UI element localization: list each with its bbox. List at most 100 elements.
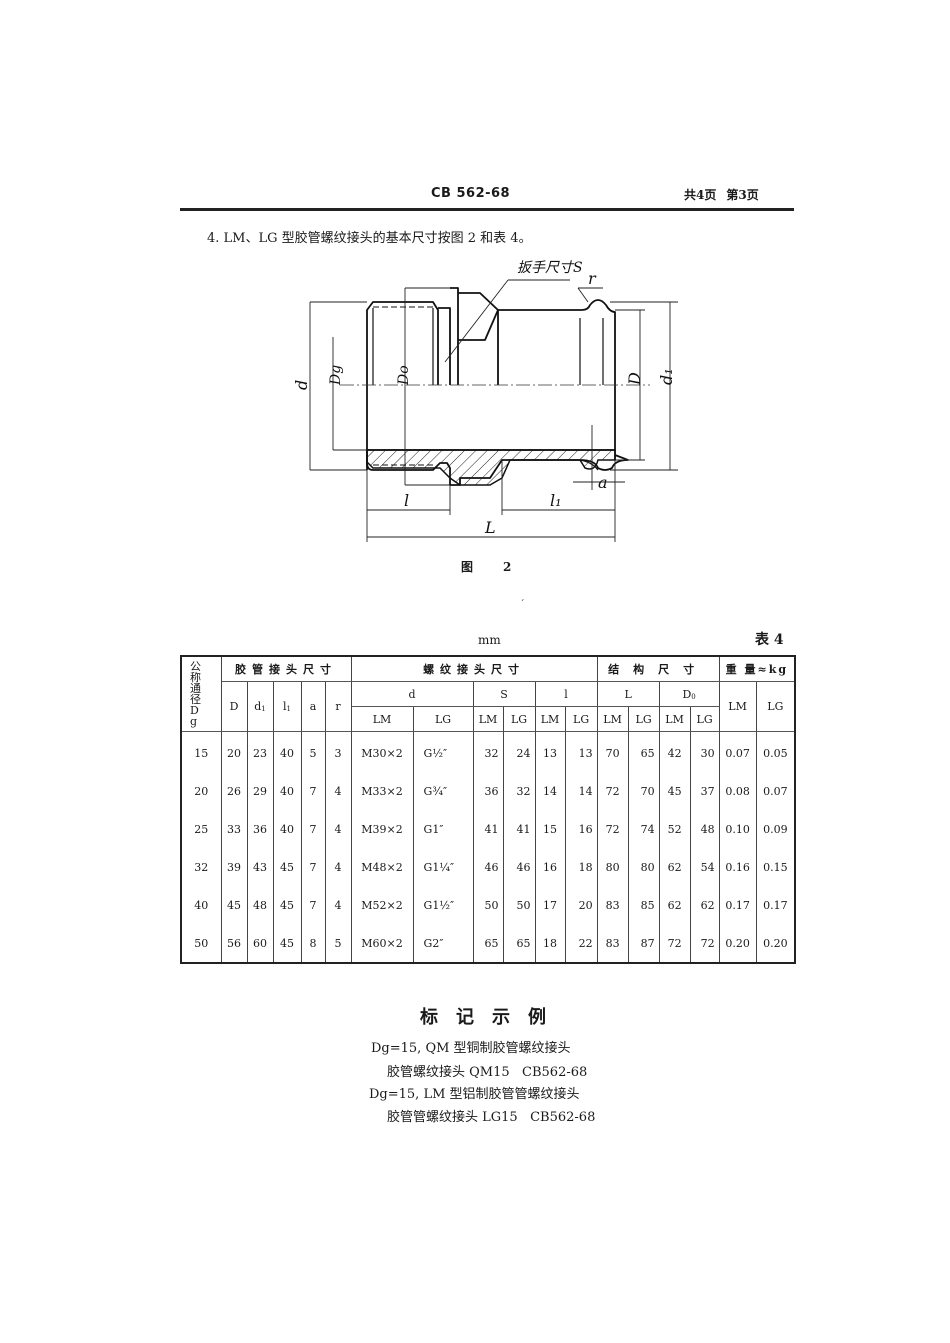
header-l-LM: LM: [534, 706, 566, 732]
cell-D0-LG: 62: [689, 886, 720, 924]
header-D0-LG: LG: [689, 706, 720, 732]
header-weight-LM: LM: [718, 681, 757, 732]
cell-D0-LG: 30: [689, 731, 720, 772]
cell-a: 7: [300, 886, 326, 924]
cell-weight-LM: 0.07: [718, 731, 757, 772]
table-row: 40 45 48 45 7 4 M52×2 G1½″ 50 50 17 20 8…: [180, 886, 796, 924]
cell-weight-LG: 0.15: [755, 848, 796, 886]
cell-L-LG: 65: [627, 731, 660, 772]
cell-d-LM: M48×2: [350, 848, 414, 886]
cell-d-LM: M52×2: [350, 886, 414, 924]
clause-text: 4. LM、LG 型胶管螺纹接头的基本尺寸按图 2 和表 4。: [207, 231, 532, 246]
header-d-LG: LG: [412, 706, 474, 732]
header-l1: l1: [272, 681, 302, 732]
cell-weight-LM: 0.16: [718, 848, 757, 886]
header-d1-sub: 1: [261, 705, 266, 713]
cell-d1: 60: [246, 924, 274, 963]
cell-d1: 36: [246, 810, 274, 848]
cell-S-LG: 32: [502, 772, 536, 810]
D-label: D: [625, 372, 644, 386]
header-D0-sub: 0: [691, 692, 696, 701]
cell-D0-LM: 52: [658, 810, 691, 848]
fitting-drawing: 扳手尺寸S r d Dg Do D d₁ a l l₁ L: [292, 260, 678, 542]
example-line-4: 胶管管螺纹接头 LG15 CB562-68: [387, 1110, 596, 1125]
cell-weight-LM: 0.17: [718, 886, 757, 924]
example-line-3: Dg=15, LM 型铝制胶管管螺纹接头: [369, 1087, 580, 1102]
cell-weight-LM: 0.08: [718, 772, 757, 810]
cell-D0-LM: 62: [658, 886, 691, 924]
header-l: l: [534, 681, 598, 707]
cell-S-LG: 65: [502, 924, 536, 963]
header-weight-LG: LG: [755, 681, 796, 732]
cell-r: 5: [324, 924, 352, 963]
cell-a: 7: [300, 772, 326, 810]
header-D0-LM: LM: [658, 706, 691, 732]
cell-weight-LG: 0.07: [755, 772, 796, 810]
header-rule: [180, 208, 794, 211]
cell-a: 7: [300, 848, 326, 886]
header-L-LM: LM: [596, 706, 629, 732]
header-structure: 结构尺寸: [596, 656, 720, 682]
table-row: 25 33 36 40 7 4 M39×2 G1″ 41 41 15 16 72…: [180, 810, 796, 848]
header-d-LM: LM: [350, 706, 414, 732]
cell-d1: 29: [246, 772, 274, 810]
figure-caption-prefix: 图: [461, 560, 474, 574]
total-pages: 共4页: [684, 188, 717, 202]
header-l1-main: l: [283, 700, 287, 713]
cell-l1: 45: [272, 924, 302, 963]
cell-L-LG: 74: [627, 810, 660, 848]
cell-d-LG: G2″: [412, 924, 474, 963]
cell-d-LM: M33×2: [350, 772, 414, 810]
cell-weight-LG: 0.05: [755, 731, 796, 772]
d-label: d: [292, 380, 311, 390]
cell-D0-LM: 45: [658, 772, 691, 810]
table-number: 表 4: [755, 632, 784, 648]
header-l-LG: LG: [564, 706, 598, 732]
cell-S-LG: 50: [502, 886, 536, 924]
cell-D: 56: [220, 924, 248, 963]
cell-d-LM: M60×2: [350, 924, 414, 963]
cell-D: 39: [220, 848, 248, 886]
cell-l-LM: 14: [534, 772, 566, 810]
cell-L-LG: 80: [627, 848, 660, 886]
cell-S-LM: 50: [472, 886, 504, 924]
example-line-2: 胶管螺纹接头 QM15 CB562-68: [387, 1065, 588, 1080]
cell-weight-LG: 0.20: [755, 924, 796, 963]
cell-S-LG: 41: [502, 810, 536, 848]
header-a: a: [300, 681, 326, 732]
header-d1: d1: [246, 681, 274, 732]
d1-label: d₁: [657, 368, 676, 385]
header-l1-sub: 1: [286, 705, 291, 713]
cell-dg: 50: [180, 924, 222, 963]
header-S: S: [472, 681, 536, 707]
header-S-LG: LG: [502, 706, 536, 732]
example-line-1: Dg=15, QM 型铜制胶管螺纹接头: [371, 1041, 571, 1056]
l1-label: l₁: [550, 491, 562, 510]
a-label: a: [598, 473, 608, 492]
cell-D0-LM: 62: [658, 848, 691, 886]
header-D0-main: D: [682, 687, 692, 701]
dimension-table: 公称通径Dg 胶管接头尺寸 螺纹接头尺寸 结构尺寸 重 量≈kg D d1 l1…: [180, 655, 797, 964]
cell-D0-LM: 42: [658, 731, 691, 772]
cell-S-LM: 46: [472, 848, 504, 886]
L-label: L: [484, 518, 496, 537]
cell-d-LG: G1½″: [412, 886, 474, 924]
cell-S-LG: 24: [502, 731, 536, 772]
cell-d1: 43: [246, 848, 274, 886]
l-label: l: [404, 491, 409, 510]
table-row: 20 26 29 40 7 4 M33×2 G¾″ 36 32 14 14 72…: [180, 772, 796, 810]
cell-d1: 48: [246, 886, 274, 924]
cell-a: 5: [300, 731, 326, 772]
cell-d-LG: G1″: [412, 810, 474, 848]
cell-L-LM: 83: [596, 924, 629, 963]
header-thread-fitting: 螺纹接头尺寸: [350, 656, 598, 682]
page-indicator: 共4页第3页: [684, 186, 769, 203]
cell-l1: 40: [272, 772, 302, 810]
cell-l-LM: 15: [534, 810, 566, 848]
cell-l-LM: 17: [534, 886, 566, 924]
cell-l1: 40: [272, 810, 302, 848]
cell-S-LM: 32: [472, 731, 504, 772]
cell-l-LG: 16: [564, 810, 598, 848]
cell-weight-LG: 0.17: [755, 886, 796, 924]
